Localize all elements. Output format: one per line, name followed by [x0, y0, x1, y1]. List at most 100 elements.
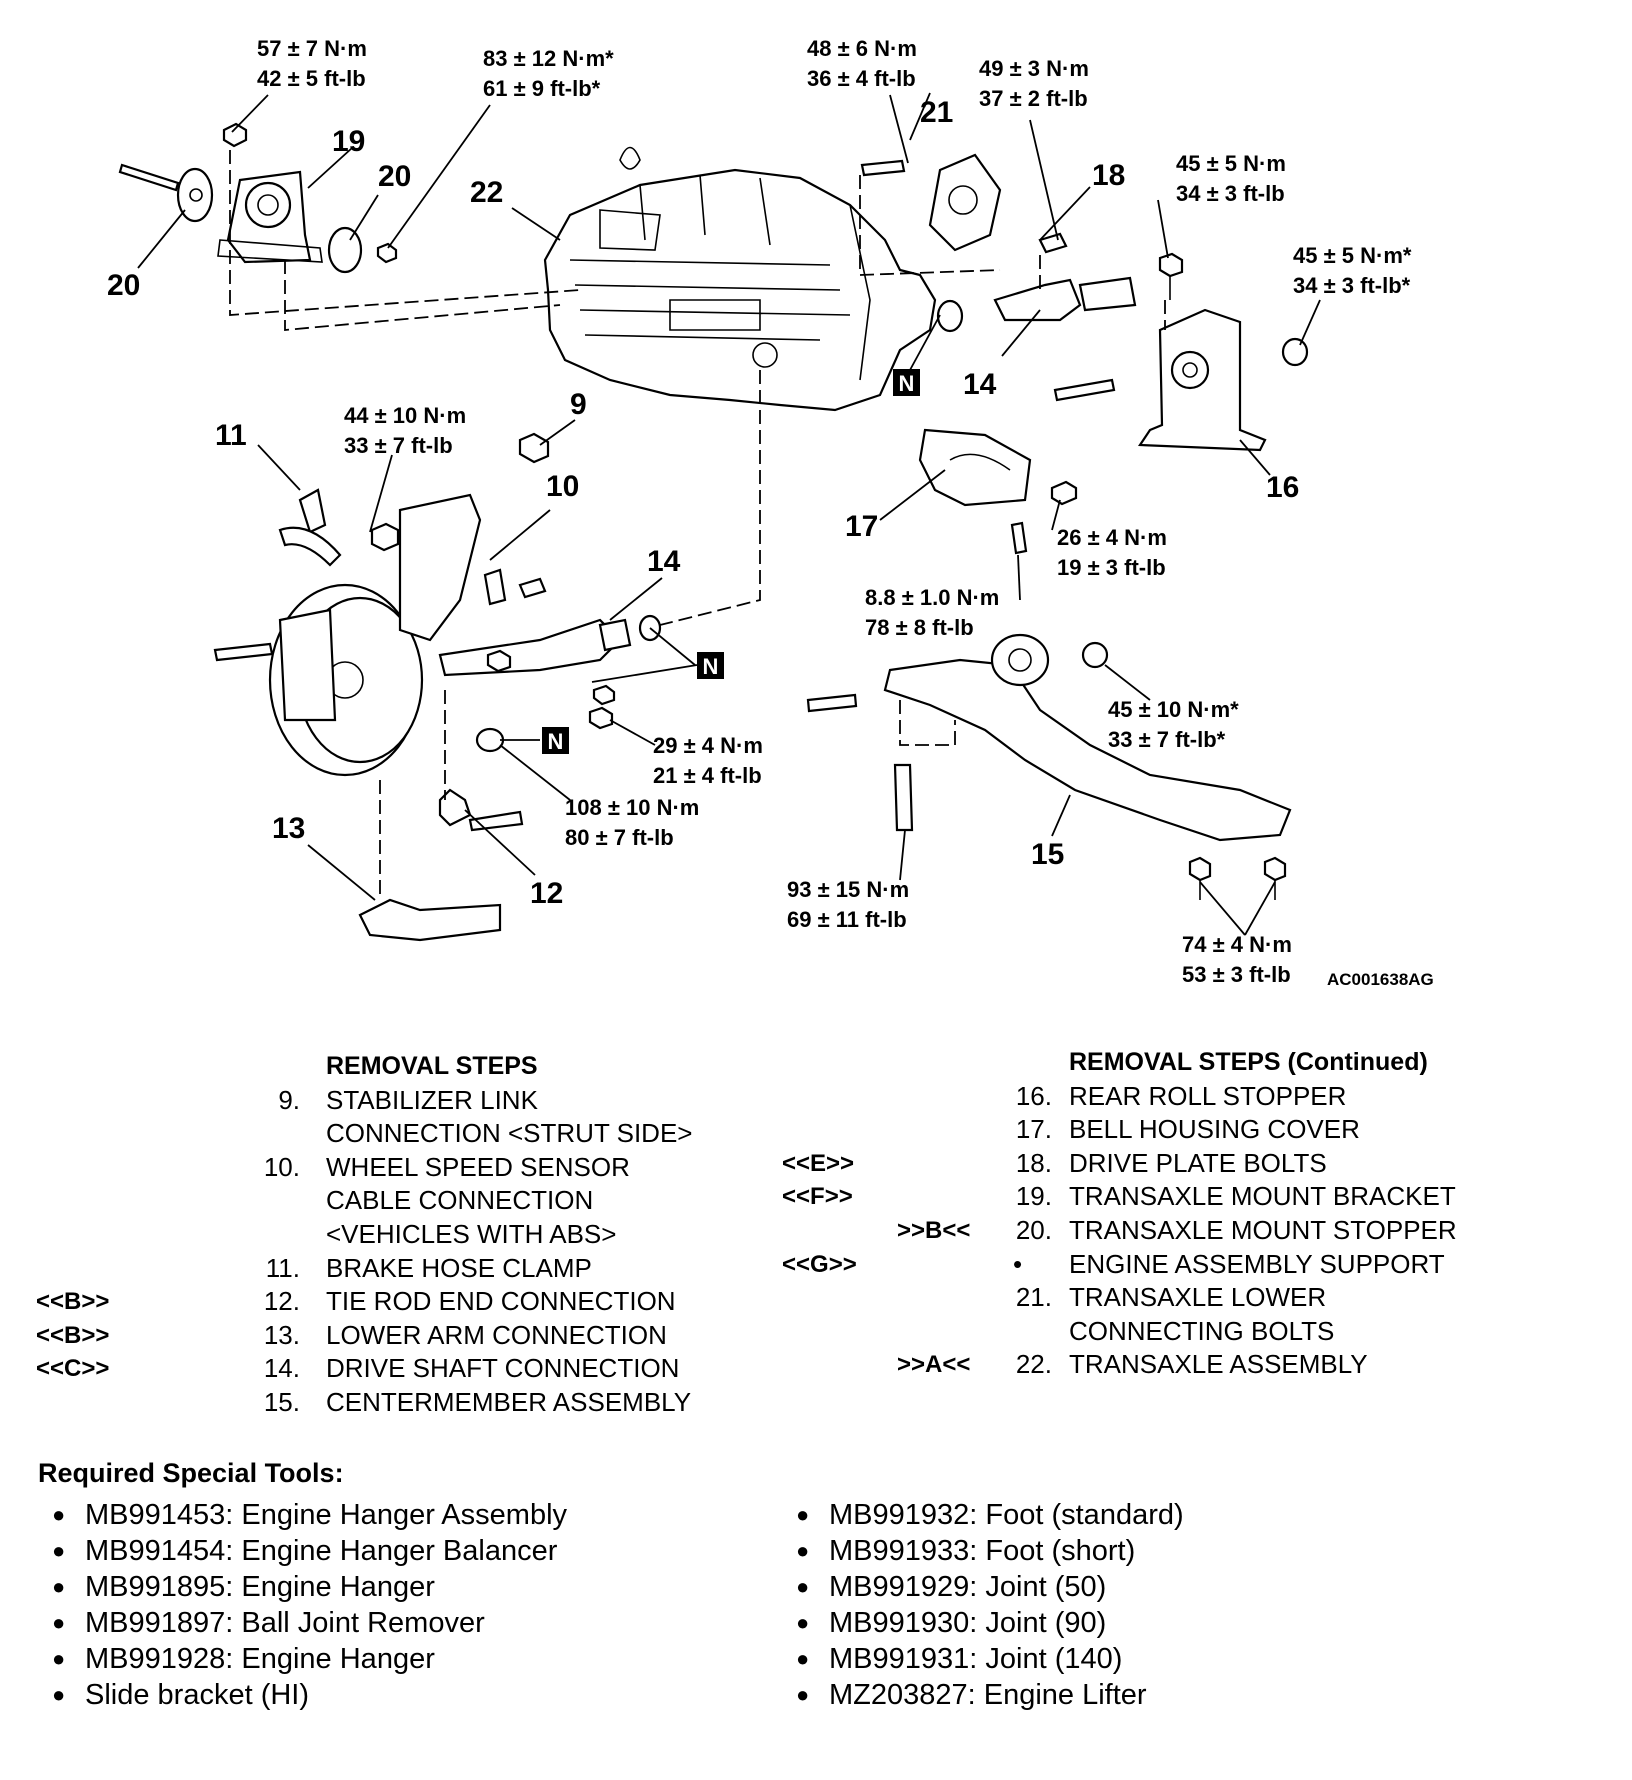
removal-step-row: >>A<< 22. TRANSAXLE ASSEMBLY [760, 1348, 1632, 1382]
brake-disc-knuckle-drawing [213, 493, 482, 777]
bullet-icon: ● [796, 1502, 810, 1527]
callout-19: 19 [332, 125, 365, 158]
torque-label: 69 ± 11 ft-lb [787, 907, 907, 932]
torque-label: 26 ± 4 N·m [1057, 525, 1167, 550]
removal-step-row: CONNECTING BOLTS [760, 1315, 1632, 1349]
n-marker-box [893, 369, 920, 396]
bullet-icon: ● [52, 1646, 66, 1671]
tool-text: MB991932: Foot (standard) [829, 1499, 1184, 1531]
bullet-icon: ● [796, 1574, 810, 1599]
step-text: WHEEL SPEED SENSOR [326, 1151, 630, 1182]
torque-label: 21 ± 4 ft-lb [653, 763, 762, 788]
removal-step-row: <VEHICLES WITH ABS> [0, 1218, 760, 1252]
removal-steps-continued: REMOVAL STEPS (Continued) 16.REAR ROLL S… [760, 1046, 1632, 1382]
step-number: 18. [1015, 1147, 1052, 1178]
torque-label: 45 ± 5 N·m [1176, 151, 1286, 176]
torque-label: 34 ± 3 ft-lb [1176, 181, 1285, 206]
callout-9: 9 [570, 388, 587, 421]
step-installation-code: >>A<< [897, 1351, 971, 1379]
removal-steps-heading: REMOVAL STEPS [326, 1052, 538, 1080]
step-number: 21. [1015, 1282, 1052, 1313]
step-procedure-code: <<B>> [36, 1321, 110, 1349]
bullet-icon: ● [796, 1538, 810, 1563]
tool-item: ●MB991931: Joint (140) [782, 1641, 1184, 1677]
bullet-icon: ● [52, 1610, 66, 1635]
tool-text: MB991895: Engine Hanger [85, 1571, 435, 1603]
drive-plate-drawing [860, 153, 1068, 254]
step-text: CABLE CONNECTION [326, 1185, 594, 1216]
callout-18: 18 [1092, 159, 1125, 192]
n-marker-label: N [703, 654, 719, 679]
torque-label: 42 ± 5 ft-lb [257, 66, 366, 91]
n-marker-label: N [548, 729, 564, 754]
torque-label: 45 ± 10 N·m* [1108, 697, 1239, 722]
step-text: STABILIZER LINK [326, 1084, 538, 1115]
step-text: DRIVE PLATE BOLTS [1069, 1147, 1327, 1178]
removal-step-row: 21. TRANSAXLE LOWER [760, 1281, 1632, 1315]
tool-text: MB991897: Ball Joint Remover [85, 1607, 485, 1639]
tool-item: ● MB991933: Foot (short) [782, 1533, 1184, 1569]
tool-text: MB991930: Joint (90) [829, 1607, 1107, 1639]
step-text: BELL HOUSING COVER [1069, 1114, 1360, 1145]
drive-shaft-lower-drawing [438, 568, 662, 677]
suspension-small-parts-drawing [278, 432, 616, 942]
tool-text: MB991933: Foot (short) [829, 1535, 1136, 1567]
bullet-icon: ● [796, 1610, 810, 1635]
step-number: 15. [263, 1386, 300, 1417]
step-text: TRANSAXLE LOWER [1069, 1282, 1327, 1313]
callout-20-right: 20 [378, 160, 411, 193]
part-callouts: 21 19 20 18 22 20 14 9 11 10 16 17 14 15… [107, 96, 1299, 910]
step-text: CONNECTION <STRUT SIDE> [326, 1118, 693, 1149]
torque-label: 83 ± 12 N·m* [483, 46, 614, 71]
tool-text: MB991931: Joint (140) [829, 1643, 1123, 1675]
tool-item: ● MB991453: Engine Hanger Assembly [38, 1497, 567, 1533]
rear-roll-stopper-drawing [1053, 252, 1309, 452]
transaxle-mount-bracket-drawing [217, 170, 323, 264]
step-number: 22. [1015, 1349, 1052, 1380]
step-removal-code: <<E>> [782, 1149, 855, 1177]
torque-label: 48 ± 6 N·m [807, 36, 917, 61]
step-removal-code: <<G>> [782, 1250, 857, 1278]
callout-12: 12 [530, 877, 563, 910]
tools-list-right: ● MB991932: Foot (standard) ● MB991933: Foo… [782, 1497, 1184, 1713]
torque-label: 37 ± 2 ft-lb [979, 86, 1088, 111]
transaxle-assembly-drawing [543, 146, 937, 412]
callout-15: 15 [1031, 838, 1064, 871]
bell-housing-cover-drawing [918, 428, 1078, 555]
tool-item: ●MZ203827: Engine Lifter [782, 1677, 1184, 1713]
tool-item: ● MB991897: Ball Joint Remover [38, 1605, 567, 1641]
callout-10: 10 [546, 470, 579, 503]
n-markers: N N N [542, 369, 920, 754]
tools-list-left: ●MB991453: Engine Hanger Assembly●MB9914… [38, 1497, 567, 1713]
step-text: TRANSAXLE MOUNT STOPPER [1069, 1214, 1457, 1245]
step-number: 17. [1015, 1114, 1052, 1145]
removal-step-row: <<E>> 18. DRIVE PLATE BOLTS [760, 1147, 1632, 1181]
step-number: 10. [263, 1151, 300, 1182]
step-text: TRANSAXLE ASSEMBLY [1069, 1349, 1368, 1380]
step-procedure-code: <<B>> [36, 1288, 110, 1316]
removal-step-row: CABLE CONNECTION [0, 1184, 760, 1218]
step-text: TIE ROD END CONNECTION [326, 1286, 676, 1317]
callout-14-lower: 14 [647, 545, 681, 578]
torque-label: 33 ± 7 ft-lb [344, 433, 453, 458]
step-installation-code: >>B<< [897, 1216, 971, 1244]
callout-13: 13 [272, 812, 305, 845]
tool-text: MB991453: Engine Hanger Assembly [85, 1499, 568, 1531]
step-number: 12. [263, 1286, 300, 1317]
drive-shaft-upper-drawing [936, 276, 1137, 333]
figure-id: AC001638AG [1327, 970, 1434, 989]
callout-20-left: 20 [107, 269, 140, 302]
tool-item: ● MB991930: Joint (90) [782, 1605, 1184, 1641]
step-number: 19. [1015, 1181, 1052, 1212]
torque-label: 108 ± 10 N·m [565, 795, 699, 820]
torque-label: 34 ± 3 ft-lb* [1293, 273, 1411, 298]
bullet-icon: ● [52, 1574, 66, 1599]
bullet-icon: ● [52, 1502, 66, 1527]
removal-step-row: <<B>> 12. TIE ROD END CONNECTION [0, 1285, 760, 1319]
removal-step-row: 17. BELL HOUSING COVER [760, 1113, 1632, 1147]
callout-14-upper: 14 [963, 368, 997, 401]
bullet-icon: ● [796, 1682, 810, 1707]
step-text: <VEHICLES WITH ABS> [326, 1218, 617, 1249]
step-text: TRANSAXLE MOUNT BRACKET [1069, 1181, 1456, 1212]
step-number: 9. [278, 1084, 300, 1115]
